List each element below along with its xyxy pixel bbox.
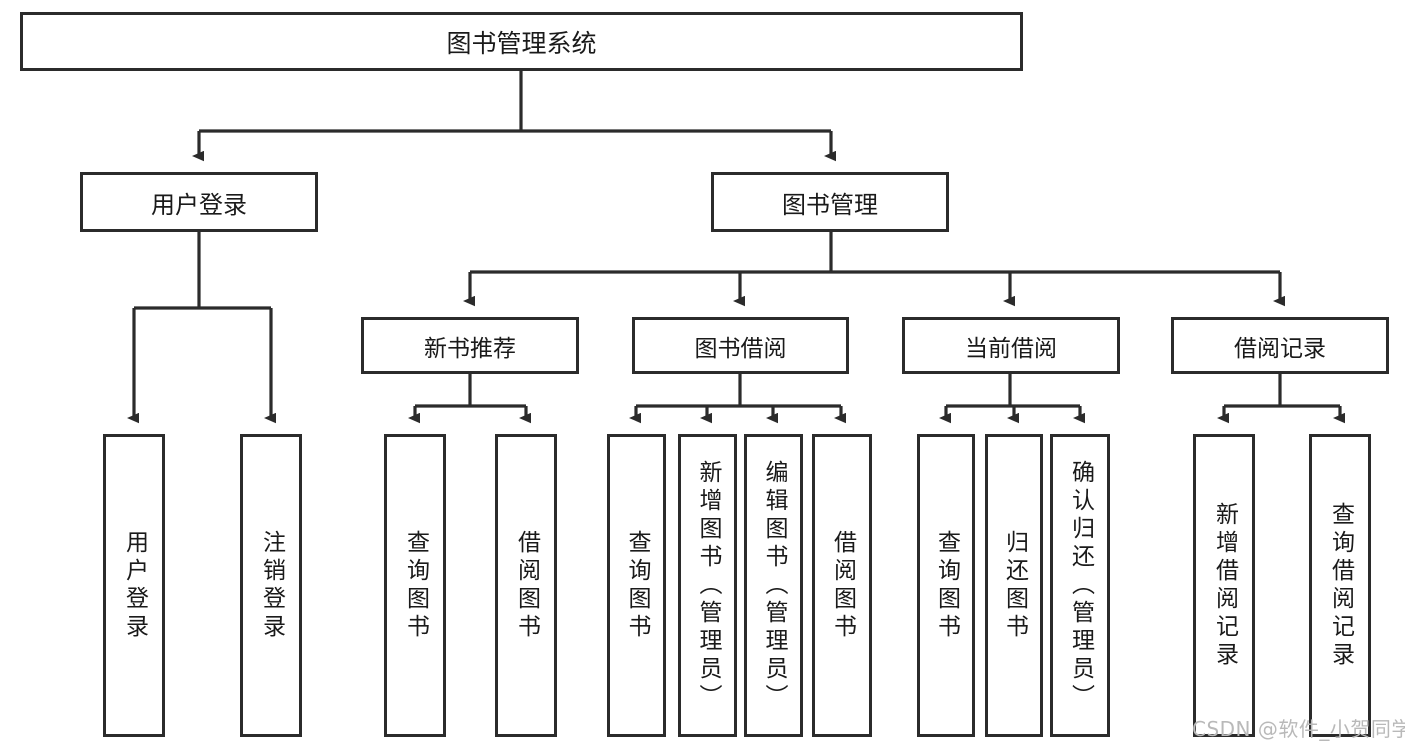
node-user-login-label: 用户登录	[151, 190, 247, 219]
node-leaf-user-login-label: 用户登录	[121, 529, 148, 642]
node-user-login[interactable]: 用户登录	[80, 172, 318, 232]
node-leaf-logout[interactable]: 注销登录	[240, 434, 302, 737]
node-leaf-borrow-book-label: 借阅图书	[829, 529, 856, 642]
node-leaf-logout-label: 注销登录	[258, 529, 285, 642]
node-leaf-borrow-book-newbook[interactable]: 借阅图书	[495, 434, 557, 737]
node-leaf-edit-book-admin-label: 编辑图书（管理员）	[761, 459, 787, 712]
node-new-book-recommendation-label: 新书推荐	[424, 335, 516, 362]
node-leaf-add-borrow-record[interactable]: 新增借阅记录	[1193, 434, 1255, 737]
node-leaf-confirm-return-admin-label: 确认归还（管理员）	[1067, 459, 1094, 712]
node-leaf-user-login[interactable]: 用户登录	[103, 434, 165, 737]
node-leaf-query-book-borrow[interactable]: 查询图书	[607, 434, 666, 737]
node-leaf-confirm-return-admin[interactable]: 确认归还（管理员）	[1050, 434, 1110, 737]
node-leaf-add-book-admin-label: 新增图书（管理员）	[695, 459, 721, 712]
node-leaf-add-borrow-record-label: 新增借阅记录	[1211, 501, 1238, 670]
node-borrowing-record[interactable]: 借阅记录	[1171, 317, 1389, 374]
node-leaf-edit-book-admin[interactable]: 编辑图书（管理员）	[744, 434, 803, 737]
node-leaf-query-borrow-record[interactable]: 查询借阅记录	[1309, 434, 1371, 737]
node-current-borrowing[interactable]: 当前借阅	[902, 317, 1120, 374]
node-leaf-query-book-current-label: 查询图书	[933, 529, 960, 642]
node-book-management-label: 图书管理	[782, 190, 878, 219]
node-new-book-recommendation[interactable]: 新书推荐	[361, 317, 579, 374]
node-root-label: 图书管理系统	[446, 28, 597, 58]
node-leaf-add-book-admin[interactable]: 新增图书（管理员）	[678, 434, 737, 737]
node-book-management[interactable]: 图书管理	[711, 172, 949, 232]
node-current-borrowing-label: 当前借阅	[965, 335, 1057, 362]
node-leaf-query-book-borrow-label: 查询图书	[624, 529, 650, 642]
node-leaf-borrow-book-newbook-label: 借阅图书	[513, 529, 540, 642]
node-leaf-query-borrow-record-label: 查询借阅记录	[1327, 501, 1354, 670]
node-leaf-return-book-label: 归还图书	[1001, 529, 1028, 642]
node-root-book-management-system[interactable]: 图书管理系统	[20, 12, 1023, 71]
node-leaf-query-book-newbook-label: 查询图书	[402, 529, 429, 642]
node-leaf-borrow-book[interactable]: 借阅图书	[812, 434, 872, 737]
node-leaf-query-book-newbook[interactable]: 查询图书	[384, 434, 446, 737]
node-borrowing-record-label: 借阅记录	[1234, 335, 1326, 362]
node-leaf-return-book[interactable]: 归还图书	[985, 434, 1043, 737]
node-book-borrowing[interactable]: 图书借阅	[632, 317, 849, 374]
node-book-borrowing-label: 图书借阅	[694, 335, 787, 362]
node-leaf-query-book-current[interactable]: 查询图书	[917, 434, 975, 737]
